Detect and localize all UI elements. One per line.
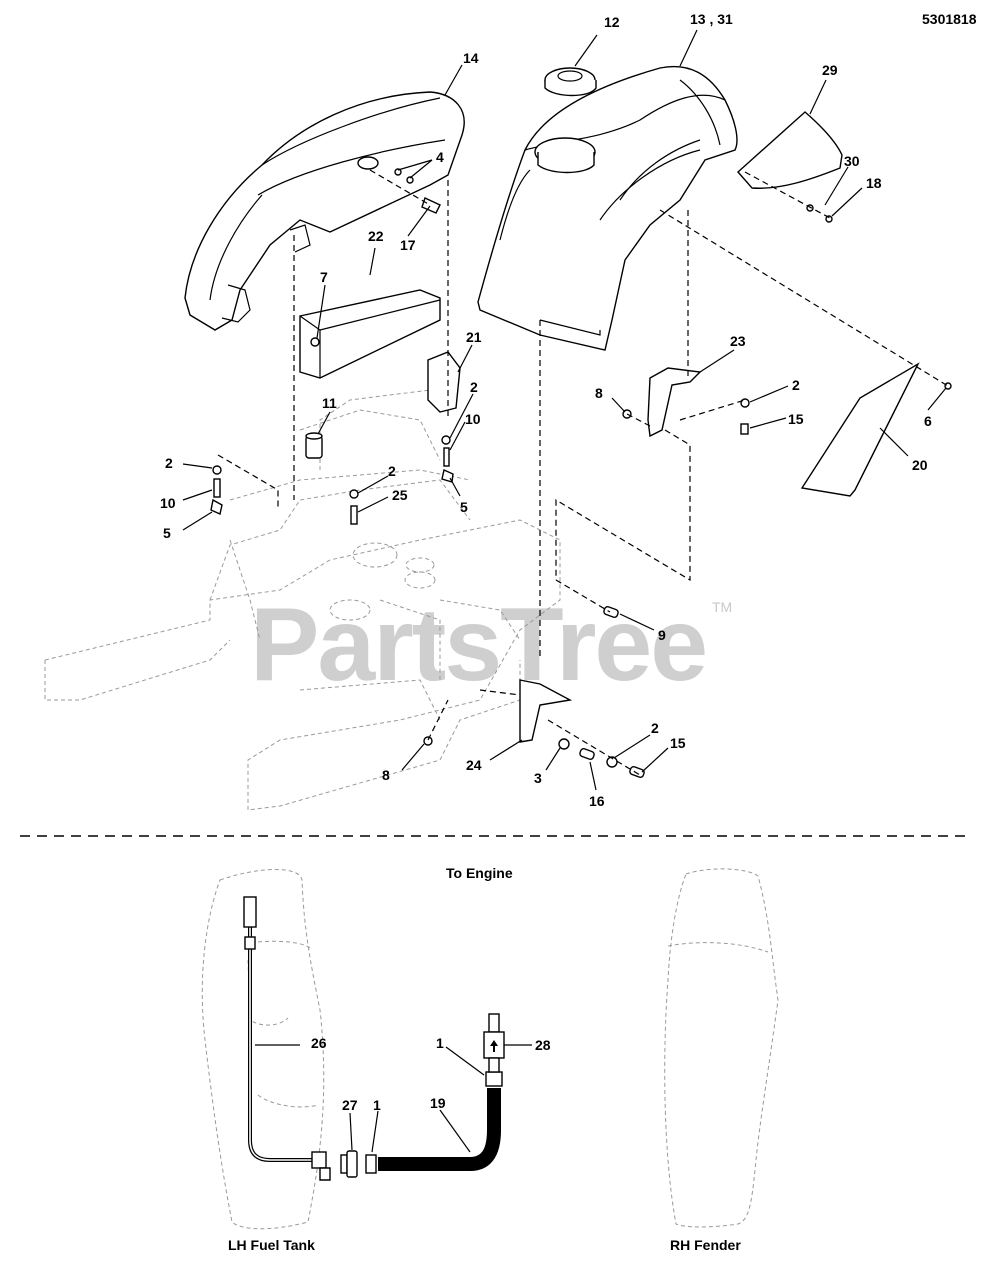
callout-4: 4 xyxy=(436,149,444,165)
callout-23: 23 xyxy=(730,333,746,349)
callout-30: 30 xyxy=(844,153,860,169)
callout-2-a: 2 xyxy=(470,379,478,395)
callout-13-31: 13 , 31 xyxy=(690,11,733,27)
callout-18: 18 xyxy=(866,175,882,191)
spacer-11 xyxy=(305,432,323,459)
panel-20 xyxy=(800,362,920,497)
leader-lines xyxy=(182,29,947,791)
callout-14: 14 xyxy=(463,50,479,66)
callout-11: 11 xyxy=(322,395,337,411)
callout-27: 27 xyxy=(342,1097,358,1113)
callout-6: 6 xyxy=(924,413,932,429)
watermark-trademark: TM xyxy=(712,599,732,615)
callout-1-a: 1 xyxy=(436,1035,444,1051)
callout-19: 19 xyxy=(430,1095,446,1111)
callout-5-a: 5 xyxy=(460,499,468,515)
rh-tank xyxy=(477,65,738,351)
bracket-23 xyxy=(647,367,702,438)
watermark-text: PartsTree xyxy=(250,587,706,703)
callout-8-b: 8 xyxy=(382,767,390,783)
callout-28: 28 xyxy=(535,1037,551,1053)
label-to-engine: To Engine xyxy=(446,865,513,881)
callout-10-b: 10 xyxy=(160,495,176,511)
callout-25: 25 xyxy=(392,487,408,503)
callout-2-c: 2 xyxy=(165,455,173,471)
label-lh-fuel-tank: LH Fuel Tank xyxy=(228,1237,315,1253)
grommet-27 xyxy=(340,1150,358,1178)
callout-10-a: 10 xyxy=(465,411,481,427)
callout-5-b: 5 xyxy=(163,525,171,541)
callout-9: 9 xyxy=(658,627,666,643)
clamp-1-upper xyxy=(485,1071,503,1087)
callout-20: 20 xyxy=(912,457,928,473)
callout-26: 26 xyxy=(311,1035,327,1051)
heat-shield-22 xyxy=(299,289,441,379)
assembly-lines xyxy=(217,169,949,776)
bracket-24 xyxy=(519,679,573,743)
document-id: 5301818 xyxy=(922,11,977,27)
lower-leader-lines xyxy=(349,1044,532,1153)
callout-15-a: 15 xyxy=(788,411,804,427)
callout-7: 7 xyxy=(320,269,328,285)
callout-24: 24 xyxy=(466,757,482,773)
callout-12: 12 xyxy=(604,14,620,30)
bracket-21 xyxy=(427,351,461,413)
callout-21: 21 xyxy=(466,329,482,345)
callout-3: 3 xyxy=(534,770,542,786)
hardware xyxy=(210,168,952,779)
label-rh-fender: RH Fender xyxy=(670,1237,741,1253)
rh-fender-outline xyxy=(664,868,779,1228)
callout-16: 16 xyxy=(589,793,605,809)
callout-2-d: 2 xyxy=(388,463,396,479)
callout-17: 17 xyxy=(400,237,416,253)
callout-2-e: 2 xyxy=(651,720,659,736)
callout-29: 29 xyxy=(822,62,838,78)
fuel-filter-28 xyxy=(483,1013,505,1073)
callout-8-a: 8 xyxy=(595,385,603,401)
panel-29 xyxy=(737,111,843,189)
callout-15-b: 15 xyxy=(670,735,686,751)
callout-2-b: 2 xyxy=(792,377,800,393)
lh-tank-outline xyxy=(201,869,325,1230)
fuel-hose-19 xyxy=(378,1088,501,1171)
fuel-tube-26 xyxy=(243,896,331,1181)
callout-22: 22 xyxy=(368,228,384,244)
lh-tank-cover xyxy=(184,91,465,331)
clamp-1-left xyxy=(365,1154,377,1174)
callout-1-b: 1 xyxy=(373,1097,381,1113)
